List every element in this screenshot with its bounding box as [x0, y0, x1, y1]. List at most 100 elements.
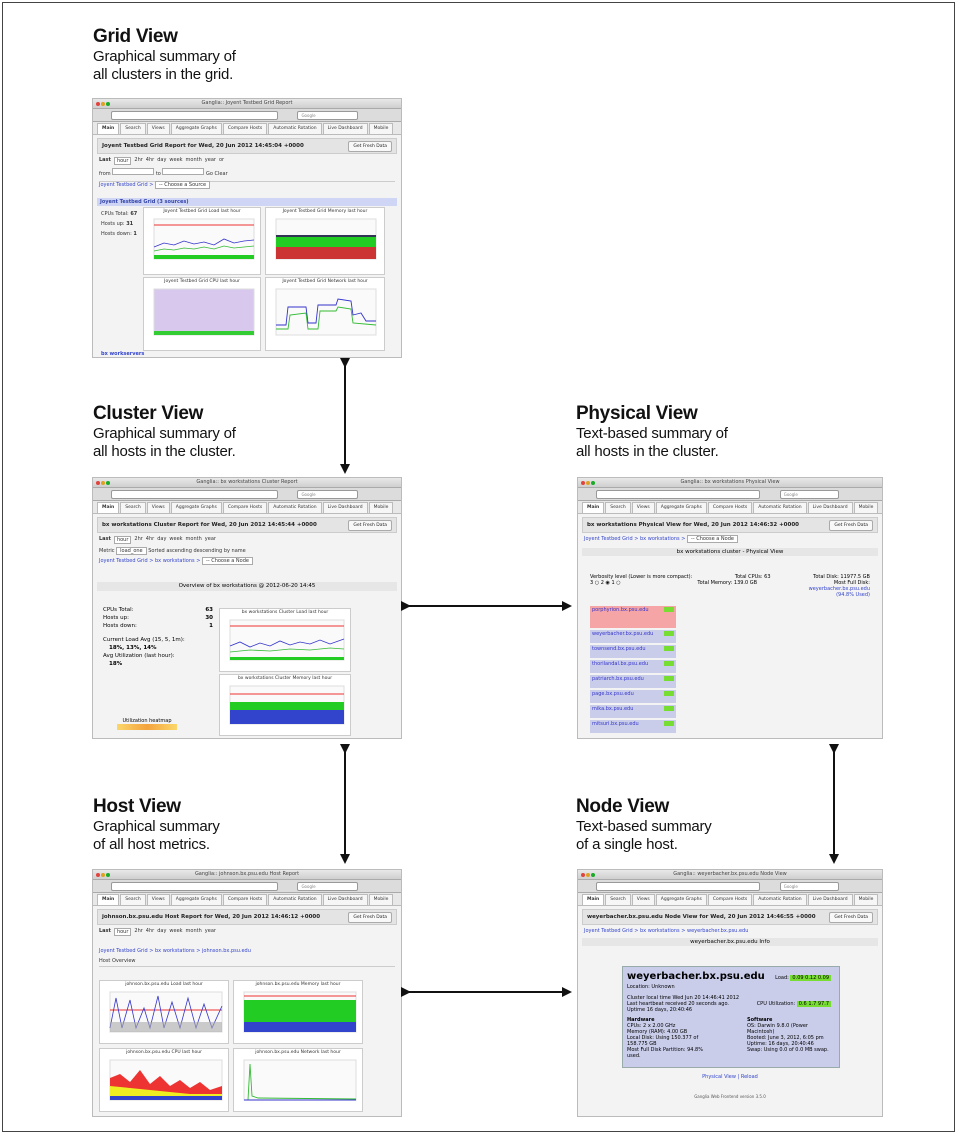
node-view-links[interactable]: Physical View | Reload [702, 1074, 758, 1080]
search-field[interactable]: Google [297, 490, 358, 499]
tab-live-dashboard[interactable]: Live Dashboard [807, 894, 853, 905]
cluster-view-desc-line2: all hosts in the cluster. [93, 443, 236, 460]
url-field[interactable] [111, 882, 278, 891]
tab-views[interactable]: Views [146, 894, 170, 905]
search-field[interactable]: Google [779, 490, 840, 499]
node-view-desc-line1: Text-based summary [576, 818, 712, 835]
report-heading: bx workstations Cluster Report for Wed, … [97, 517, 397, 533]
get-fresh-data-button[interactable]: Get Fresh Data [348, 520, 392, 531]
host-network-graph[interactable]: johnson.bx.psu.edu Network last hour [233, 1048, 363, 1112]
physical-host-item[interactable]: mitsuri.bx.psu.edu [590, 720, 676, 733]
physical-host-item[interactable]: porphyrion.bx.psu.edu [590, 606, 676, 628]
tab-main[interactable]: Main [582, 894, 605, 905]
grid-hosts-up-value: 31 [126, 221, 134, 227]
tab-main[interactable]: Main [97, 123, 120, 134]
host-memory-plot [243, 991, 357, 1033]
physical-view-caption: Physical View Text-based summary of all … [576, 403, 728, 461]
grid-network-plot [275, 288, 377, 336]
grid-cpu-graph[interactable]: Joyent Testbed Grid CPU last hour [143, 277, 261, 351]
tab-aggregate-graphs[interactable]: Aggregate Graphs [170, 123, 222, 134]
tab-search[interactable]: Search [120, 502, 146, 513]
tab-views[interactable]: Views [631, 894, 655, 905]
cluster-load-graph[interactable]: bx workstations Cluster Load last hour [219, 608, 351, 672]
host-memory-graph[interactable]: johnson.bx.psu.edu Memory last hour [233, 980, 363, 1044]
url-field[interactable] [596, 490, 761, 499]
physical-host-item[interactable]: weyerbacher.bx.psu.edu [590, 630, 676, 643]
tab-search[interactable]: Search [605, 894, 631, 905]
tab-aggregate-graphs[interactable]: Aggregate Graphs [170, 894, 222, 905]
get-fresh-data-button[interactable]: Get Fresh Data [829, 912, 873, 923]
tab-automatic-rotation[interactable]: Automatic Rotation [753, 502, 807, 513]
get-fresh-data-button[interactable]: Get Fresh Data [348, 141, 392, 152]
tab-main[interactable]: Main [97, 502, 120, 513]
tab-mobile[interactable]: Mobile [853, 502, 879, 513]
cluster-view-title: Cluster View [93, 403, 204, 424]
window-title: Ganglia:: bx workstations Physical View [680, 479, 780, 485]
tab-automatic-rotation[interactable]: Automatic Rotation [268, 502, 322, 513]
grid-network-graph[interactable]: Joyent Testbed Grid Network last hour [265, 277, 385, 351]
report-title: Joyent Testbed Grid Report for Wed, 20 J… [102, 143, 304, 149]
tab-compare-hosts[interactable]: Compare Hosts [707, 502, 753, 513]
tab-mobile[interactable]: Mobile [368, 894, 394, 905]
tab-search[interactable]: Search [120, 894, 146, 905]
tab-views[interactable]: Views [631, 502, 655, 513]
tab-automatic-rotation[interactable]: Automatic Rotation [268, 894, 322, 905]
tab-automatic-rotation[interactable]: Automatic Rotation [268, 123, 322, 134]
search-field[interactable]: Google [779, 882, 840, 891]
get-fresh-data-button[interactable]: Get Fresh Data [829, 520, 873, 531]
cluster-util-value: 18% [109, 661, 123, 667]
grid-load-graph[interactable]: Joyent Testbed Grid Load last hour [143, 207, 261, 275]
node-info-box: weyerbacher.bx.psu.edu Location: Unknown… [622, 966, 840, 1068]
search-field[interactable]: Google [297, 882, 358, 891]
report-heading: Joyent Testbed Grid Report for Wed, 20 J… [97, 138, 397, 154]
physical-host-item[interactable]: mika.bx.psu.edu [590, 705, 676, 718]
url-field[interactable] [596, 882, 761, 891]
tab-live-dashboard[interactable]: Live Dashboard [807, 502, 853, 513]
tab-automatic-rotation[interactable]: Automatic Rotation [753, 894, 807, 905]
tab-search[interactable]: Search [120, 123, 146, 134]
grid-source-select[interactable]: Joyent Testbed Grid > -- Choose a Source [99, 181, 395, 196]
tab-aggregate-graphs[interactable]: Aggregate Graphs [655, 894, 707, 905]
url-field[interactable] [111, 111, 278, 120]
tab-main[interactable]: Main [582, 502, 605, 513]
tab-live-dashboard[interactable]: Live Dashboard [322, 502, 368, 513]
tab-search[interactable]: Search [605, 502, 631, 513]
cluster-hosts-down-value: 1 [209, 623, 213, 629]
report-heading: bx workstations Physical View for Wed, 2… [582, 517, 878, 533]
physical-host-item[interactable]: patriarch.bx.psu.edu [590, 675, 676, 688]
get-fresh-data-button[interactable]: Get Fresh Data [348, 912, 392, 923]
tab-compare-hosts[interactable]: Compare Hosts [707, 894, 753, 905]
tab-live-dashboard[interactable]: Live Dashboard [322, 123, 368, 134]
url-field[interactable] [111, 490, 278, 499]
host-breadcrumb[interactable]: Joyent Testbed Grid > bx workstations > … [99, 948, 251, 954]
physical-view-desc-line1: Text-based summary of [576, 425, 728, 442]
tab-compare-hosts[interactable]: Compare Hosts [222, 894, 268, 905]
tab-views[interactable]: Views [146, 502, 170, 513]
host-cpu-graph[interactable]: johnson.bx.psu.edu CPU last hour [99, 1048, 229, 1112]
tab-compare-hosts[interactable]: Compare Hosts [222, 502, 268, 513]
grid-view-title: Grid View [93, 26, 178, 47]
node-footer: Ganglia Web Frontend version 3.5.0 [694, 1094, 766, 1099]
report-title: johnson.bx.psu.edu Host Report for Wed, … [102, 914, 321, 920]
tab-compare-hosts[interactable]: Compare Hosts [222, 123, 268, 134]
tab-main[interactable]: Main [97, 894, 120, 905]
physical-host-item[interactable]: townsend.bx.psu.edu [590, 645, 676, 658]
physical-host-item[interactable]: thorilandal.bx.psu.edu [590, 660, 676, 673]
physical-crumb: Joyent Testbed Grid > bx workstations > … [584, 535, 876, 546]
browser-url-bar: Google [578, 880, 882, 893]
tab-mobile[interactable]: Mobile [368, 123, 394, 134]
grid-memory-graph[interactable]: Joyent Testbed Grid Memory last hour [265, 207, 385, 275]
tab-aggregate-graphs[interactable]: Aggregate Graphs [655, 502, 707, 513]
tab-mobile[interactable]: Mobile [368, 502, 394, 513]
cluster-memory-graph[interactable]: bx workstations Cluster Memory last hour [219, 674, 351, 736]
host-load-graph[interactable]: johnson.bx.psu.edu Load last hour [99, 980, 229, 1044]
tab-live-dashboard[interactable]: Live Dashboard [322, 894, 368, 905]
grid-next-section[interactable]: bx workservers [101, 351, 145, 357]
node-breadcrumb[interactable]: Joyent Testbed Grid > bx workstations > … [584, 928, 749, 934]
tab-aggregate-graphs[interactable]: Aggregate Graphs [170, 502, 222, 513]
search-field[interactable]: Google [297, 111, 358, 120]
tab-mobile[interactable]: Mobile [853, 894, 879, 905]
physical-host-item[interactable]: page.bx.psu.edu [590, 690, 676, 703]
tab-views[interactable]: Views [146, 123, 170, 134]
